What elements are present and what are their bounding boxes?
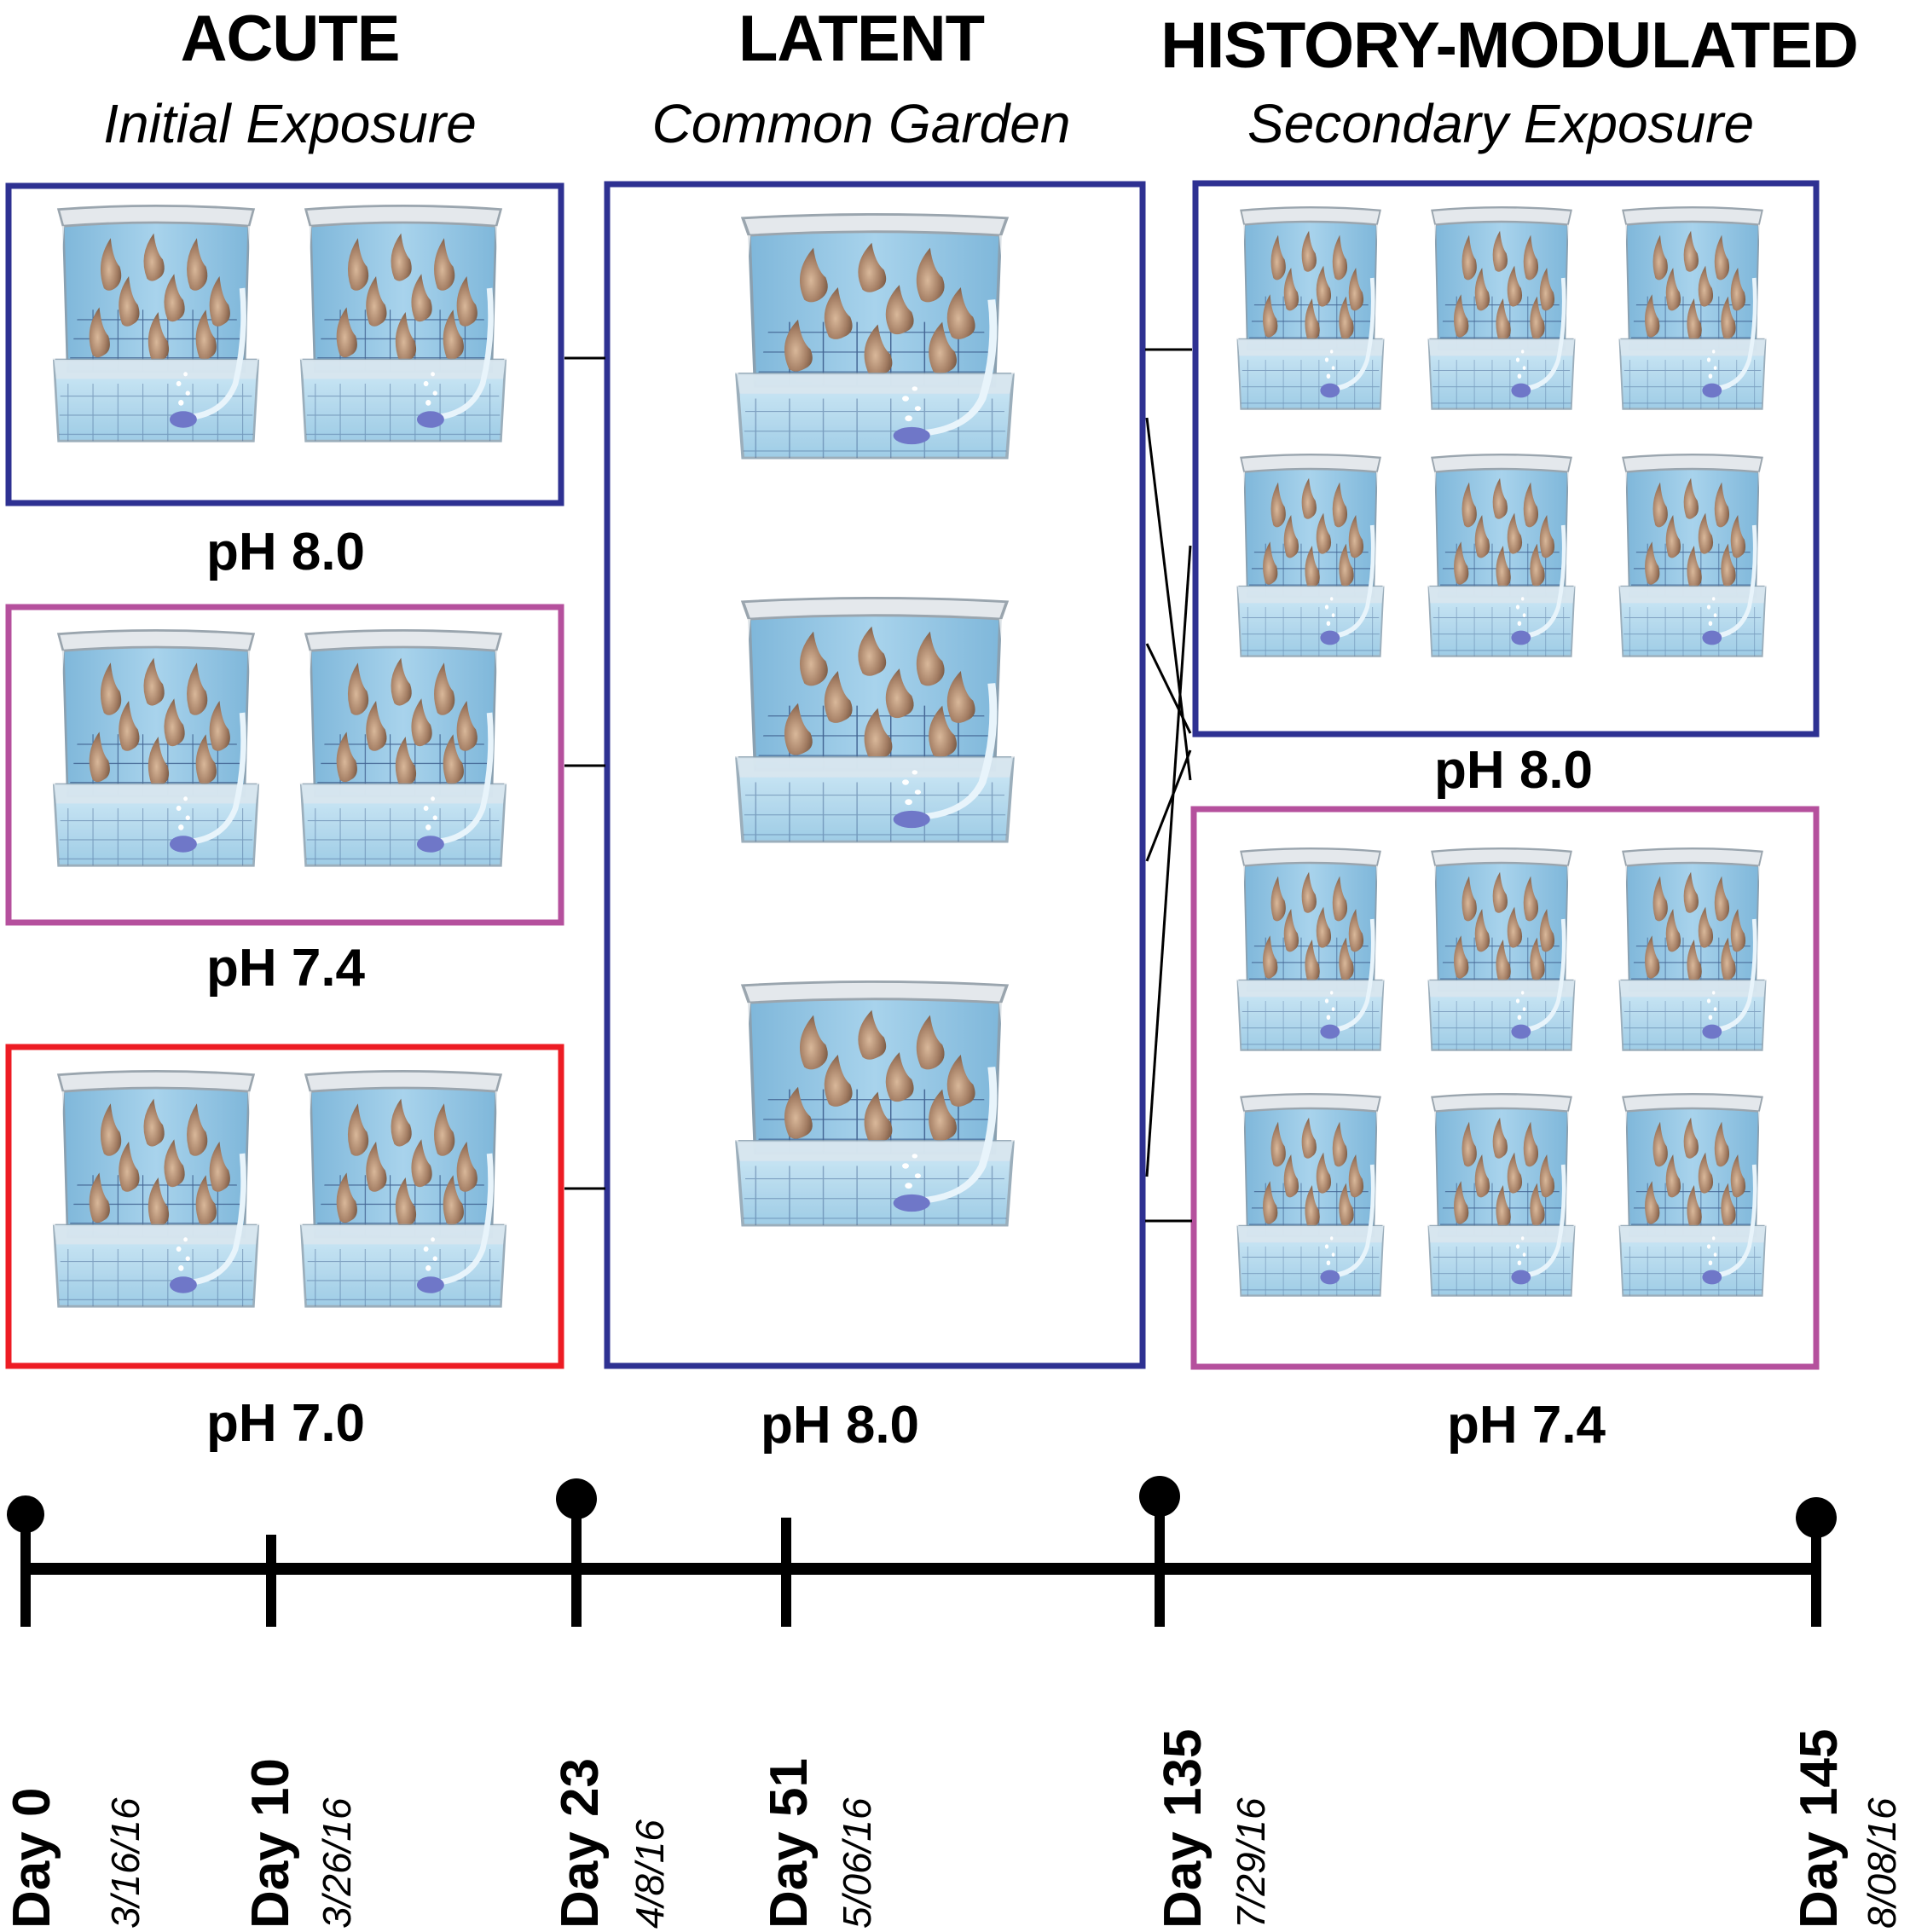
acute-ph-7-4-label: pH 7.4	[205, 939, 366, 998]
connector-lines	[564, 348, 1192, 1223]
phase-subtitle-history-modulated: Secondary Exposure	[1247, 93, 1755, 154]
oyster-tank-icon	[1429, 454, 1575, 656]
oyster-tank-icon	[737, 598, 1013, 842]
latent-ph-8-0-box	[604, 181, 1146, 1369]
timeline-date-10: 3/26/16	[315, 1797, 359, 1929]
timeline	[7, 1476, 1837, 1627]
oyster-tank-icon	[1620, 848, 1766, 1050]
timeline-day-135: Day 135	[1154, 1728, 1213, 1929]
acute-ph-7-0-box	[5, 1044, 564, 1369]
oyster-tank-icon	[301, 1071, 505, 1306]
oyster-tank-icon	[54, 1071, 258, 1306]
oyster-tank-icon	[1620, 454, 1766, 656]
timeline-day-51: Day 51	[760, 1758, 819, 1929]
timeline-day-10: Day 10	[241, 1758, 300, 1929]
oyster-tank-icon	[1429, 207, 1575, 408]
timeline-day-0: Day 0	[3, 1787, 61, 1929]
oyster-tank-icon	[1620, 1094, 1766, 1295]
timeline-date-23: 4/8/16	[628, 1819, 672, 1929]
phase-title-history-modulated: HISTORY-MODULATED	[1160, 9, 1859, 82]
timeline-date-51: 5/06/16	[835, 1797, 879, 1929]
phase-title-acute: ACUTE	[180, 3, 401, 75]
phase-subtitle-latent: Common Garden	[651, 93, 1071, 154]
acute-ph-7-4-box	[5, 604, 564, 926]
timeline-day-145: Day 145	[1790, 1728, 1849, 1929]
oyster-tank-icon	[54, 630, 258, 865]
history-ph-8-0-label: pH 8.0	[1433, 741, 1594, 800]
acute-ph-8-0-box	[5, 182, 564, 506]
oyster-tank-icon	[1429, 848, 1575, 1050]
oyster-tank-icon	[1429, 1094, 1575, 1295]
oyster-tank-icon	[737, 214, 1013, 458]
timeline-date-135: 7/29/16	[1229, 1797, 1273, 1929]
phase-subtitle-acute: Initial Exposure	[103, 93, 477, 154]
oyster-tank-icon	[1238, 848, 1384, 1050]
oyster-tank-icon	[737, 981, 1013, 1225]
oyster-tank-icon	[301, 205, 505, 441]
timeline-date-0: 3/16/16	[103, 1797, 148, 1929]
history-ph-7-4-box	[1190, 806, 1820, 1370]
oyster-tank-icon	[1238, 454, 1384, 656]
timeline-day-23: Day 23	[551, 1758, 610, 1929]
phase-title-latent: LATENT	[738, 3, 985, 75]
oyster-tank-icon	[1238, 207, 1384, 408]
acute-ph-8-0-label: pH 8.0	[205, 523, 366, 581]
oyster-tank-icon	[54, 205, 258, 441]
history-ph-8-0-box	[1192, 180, 1820, 738]
latent-ph-8-0-label: pH 8.0	[760, 1396, 920, 1455]
oyster-tank-icon	[1620, 207, 1766, 408]
oyster-tank-icon	[301, 630, 505, 865]
history-ph-7-4-label: pH 7.4	[1446, 1396, 1606, 1455]
acute-ph-7-0-label: pH 7.0	[205, 1394, 366, 1453]
timeline-date-145: 8/08/16	[1860, 1797, 1904, 1929]
oyster-tank-icon	[1238, 1094, 1384, 1295]
